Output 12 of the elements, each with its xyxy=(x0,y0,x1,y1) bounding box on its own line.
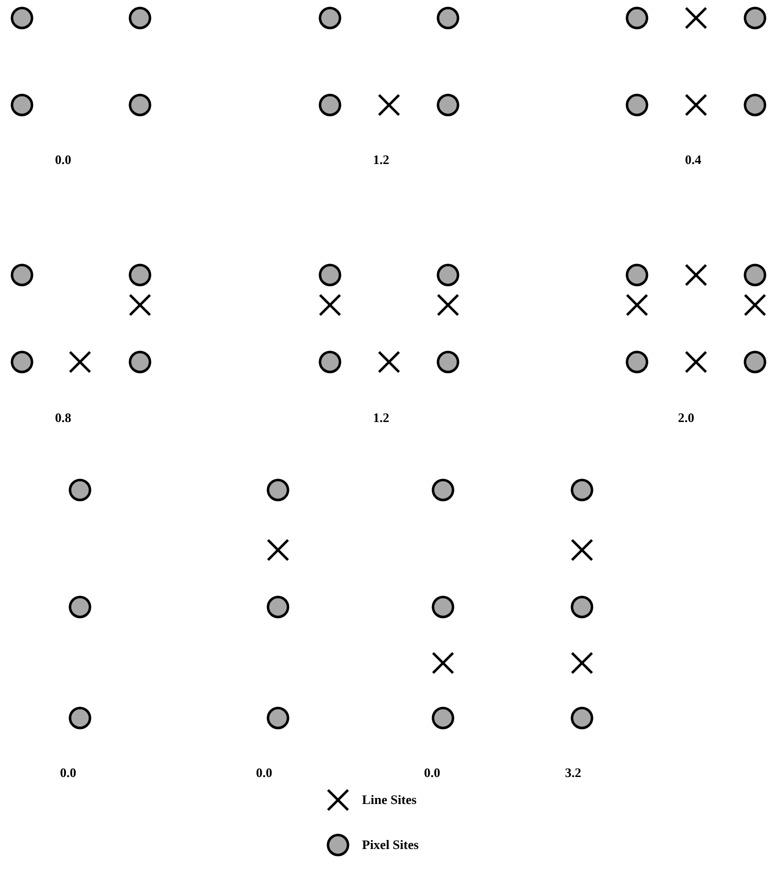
score-value: 0.0 xyxy=(424,766,440,779)
score-value: 0.4 xyxy=(685,153,702,166)
score-value: 1.2 xyxy=(373,153,390,166)
score-value: 0.8 xyxy=(55,411,72,424)
score-value: 0.0 xyxy=(256,766,272,779)
score-value: 3.2 xyxy=(565,766,582,779)
score-value: 0.0 xyxy=(60,766,76,779)
score-value: 0.0 xyxy=(55,153,72,166)
legend-label: Pixel Sites xyxy=(362,838,419,851)
score-value: 2.0 xyxy=(678,411,694,424)
score-value: 1.2 xyxy=(373,411,390,424)
legend-label: Line Sites xyxy=(362,793,417,806)
